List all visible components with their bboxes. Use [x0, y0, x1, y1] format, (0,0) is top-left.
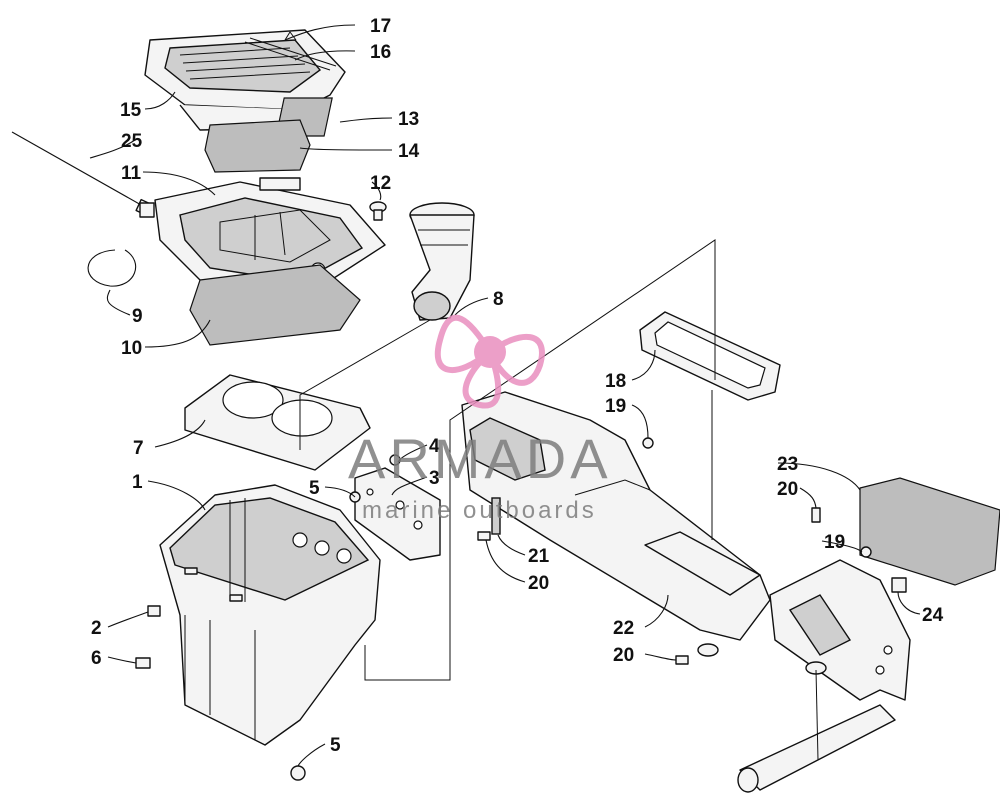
part-clamp-ring [87, 249, 137, 287]
watermark-tagline: marine outboards [362, 497, 597, 524]
callout-1: 1 [132, 472, 143, 493]
part-tag-24 [891, 577, 907, 593]
propeller-logo-icon [434, 314, 545, 409]
callout-5-upper: 5 [309, 478, 320, 499]
callout-15: 15 [120, 100, 142, 121]
callout-20-b: 20 [777, 479, 798, 500]
part-airbox-upper-housing [139, 177, 386, 301]
callout-17: 17 [370, 16, 391, 37]
callout-4: 4 [429, 436, 440, 457]
part-screw-20a [477, 531, 491, 541]
callout-9: 9 [132, 306, 143, 327]
callout-23: 23 [777, 454, 798, 475]
part-foam-filter-lower [189, 264, 361, 346]
callout-20-c: 20 [613, 645, 634, 666]
part-nut-5-lower [290, 765, 306, 781]
part-foam-block-23 [859, 477, 1000, 586]
callout-20-a: 20 [528, 573, 549, 594]
part-clip-6 [135, 657, 151, 669]
callout-11: 11 [121, 163, 142, 184]
callout-18: 18 [605, 371, 626, 392]
part-nut-19a [642, 437, 654, 449]
part-screw-20b [811, 507, 821, 523]
watermark: ARMADA marine outboards [348, 314, 612, 524]
callout-24: 24 [922, 605, 944, 626]
part-nut-19b [860, 546, 872, 558]
callout-10: 10 [121, 338, 142, 359]
part-main-housing [159, 484, 381, 746]
part-wire-tie [11, 131, 151, 211]
part-gasket-frame-18 [639, 311, 781, 401]
part-intake-elbow [409, 202, 475, 321]
assembly-line-lower [815, 669, 819, 761]
callout-14: 14 [398, 141, 420, 162]
callout-7: 7 [133, 438, 144, 459]
callout-21: 21 [528, 546, 550, 567]
callout-16: 16 [370, 42, 391, 63]
part-gasket-plate [184, 374, 371, 471]
callout-8: 8 [493, 289, 504, 310]
part-push-pin [369, 201, 387, 221]
part-bracket [769, 559, 911, 701]
watermark-brand: ARMADA [348, 427, 612, 490]
callout-25: 25 [121, 131, 143, 152]
leader-lines [89, 24, 921, 767]
part-washer-20c [697, 643, 719, 657]
callout-3: 3 [429, 468, 440, 489]
callout-19-upper: 19 [605, 396, 626, 417]
assembly-line-long [364, 239, 716, 681]
assembly-line-8 [299, 319, 431, 450]
part-mounting-plate [349, 454, 441, 561]
callout-labels: 17 16 15 13 14 25 11 12 9 10 8 7 4 3 5 1… [91, 16, 944, 756]
callout-22: 22 [613, 618, 634, 639]
callout-5-lower: 5 [330, 735, 341, 756]
callout-12: 12 [370, 173, 391, 194]
part-console-duct-22 [461, 391, 771, 641]
part-screw-20c [675, 655, 689, 665]
part-foam-pad [204, 119, 311, 173]
callout-6: 6 [91, 648, 102, 669]
callout-13: 13 [398, 109, 419, 130]
part-screw-2 [147, 605, 161, 617]
part-stud-21 [491, 497, 501, 535]
callout-2: 2 [91, 618, 102, 639]
callout-19-lower: 19 [824, 532, 845, 553]
